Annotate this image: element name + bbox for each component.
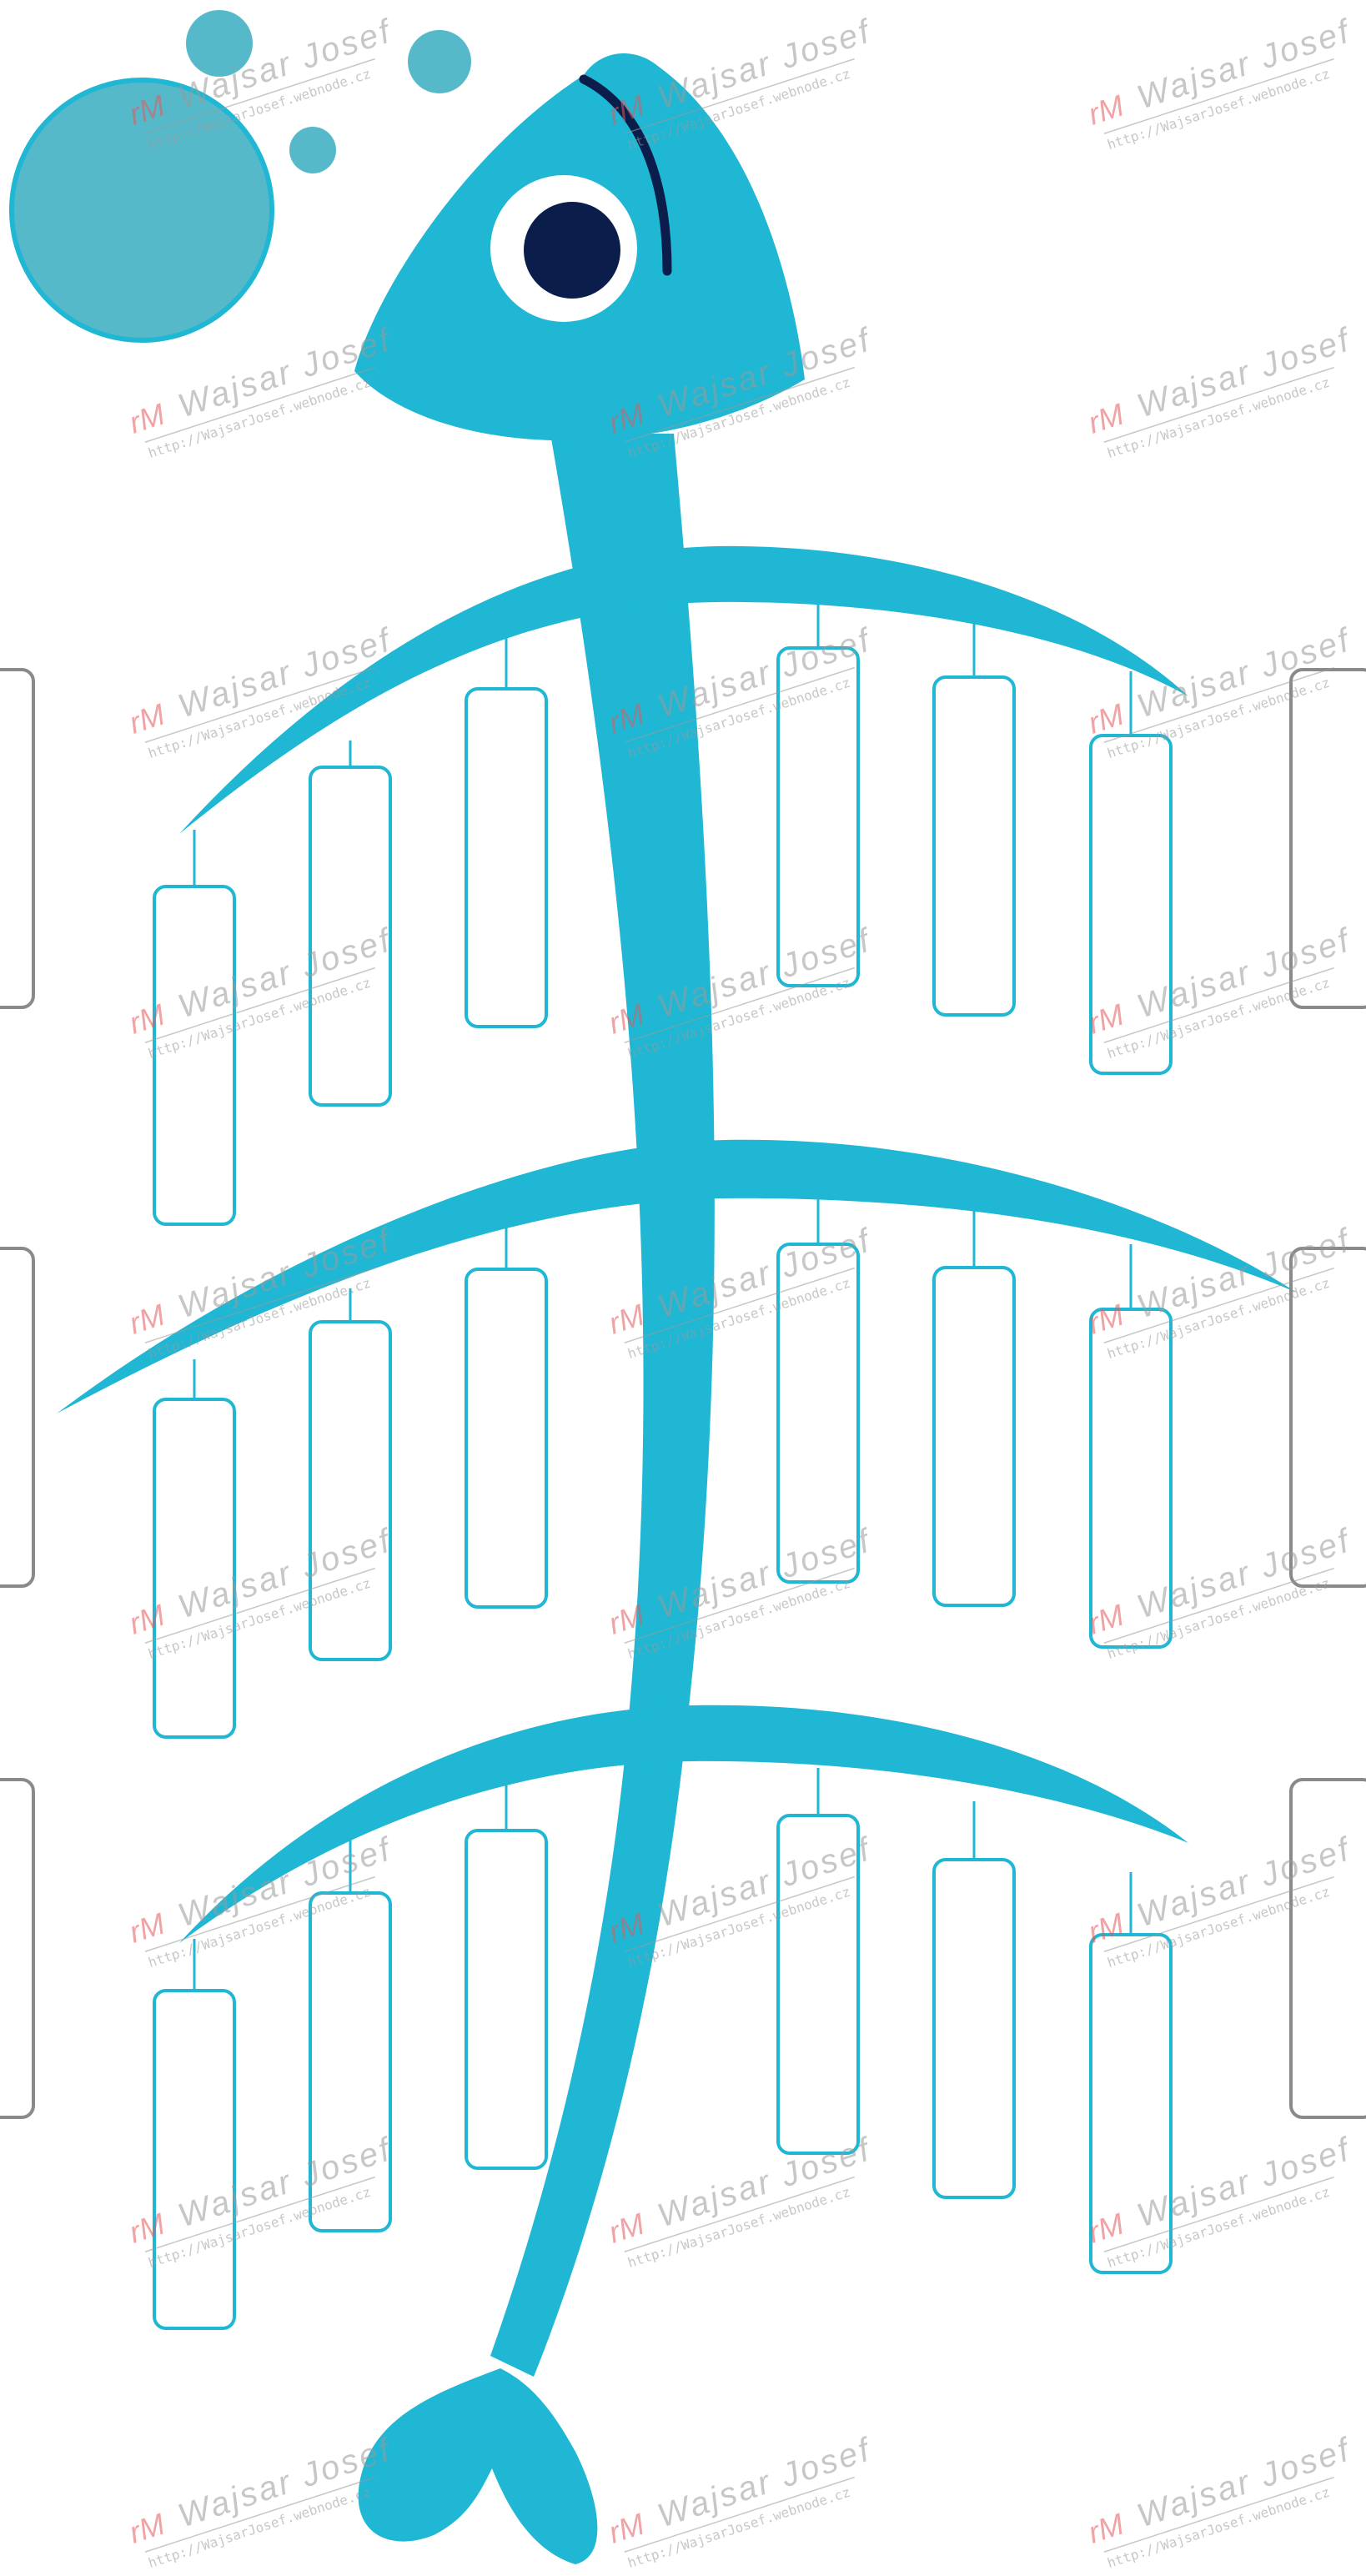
watermark-logo: rM: [125, 1298, 169, 1341]
watermark-logo: rM: [125, 997, 169, 1041]
eye-pupil: [524, 202, 620, 299]
cause-box[interactable]: [934, 677, 1014, 1015]
fish-spine: [490, 434, 715, 2377]
watermark-logo: rM: [125, 2207, 169, 2250]
watermark-logo: rM: [1084, 397, 1128, 440]
watermark-logo: rM: [125, 1598, 169, 1641]
watermark-logo: rM: [1084, 2507, 1128, 2550]
cause-box[interactable]: [154, 1399, 234, 1737]
watermark-logo: rM: [1084, 697, 1128, 741]
side-box[interactable]: [1291, 1780, 1366, 2117]
watermark-logo: rM: [125, 1906, 169, 1950]
watermark-logo: rM: [125, 2507, 169, 2550]
watermark-logo: rM: [125, 697, 169, 741]
bubble-small: [408, 30, 471, 93]
bubble-small: [289, 127, 336, 173]
cause-box[interactable]: [466, 1830, 546, 2168]
cause-box[interactable]: [934, 1860, 1014, 2197]
side-box[interactable]: [0, 1780, 33, 2117]
cause-box[interactable]: [934, 1268, 1014, 1605]
watermark-logo: rM: [605, 2207, 649, 2250]
cause-box[interactable]: [466, 1269, 546, 1607]
side-box[interactable]: [0, 1248, 33, 1586]
cause-box[interactable]: [466, 689, 546, 1027]
watermark-logo: rM: [125, 397, 169, 440]
watermark-logo: rM: [605, 1298, 649, 1341]
watermark-logo: rM: [1084, 88, 1128, 132]
cause-box[interactable]: [310, 1322, 390, 1660]
watermark-logo: rM: [605, 2507, 649, 2550]
side-box[interactable]: [0, 670, 33, 1007]
cause-box[interactable]: [154, 1991, 234, 2328]
